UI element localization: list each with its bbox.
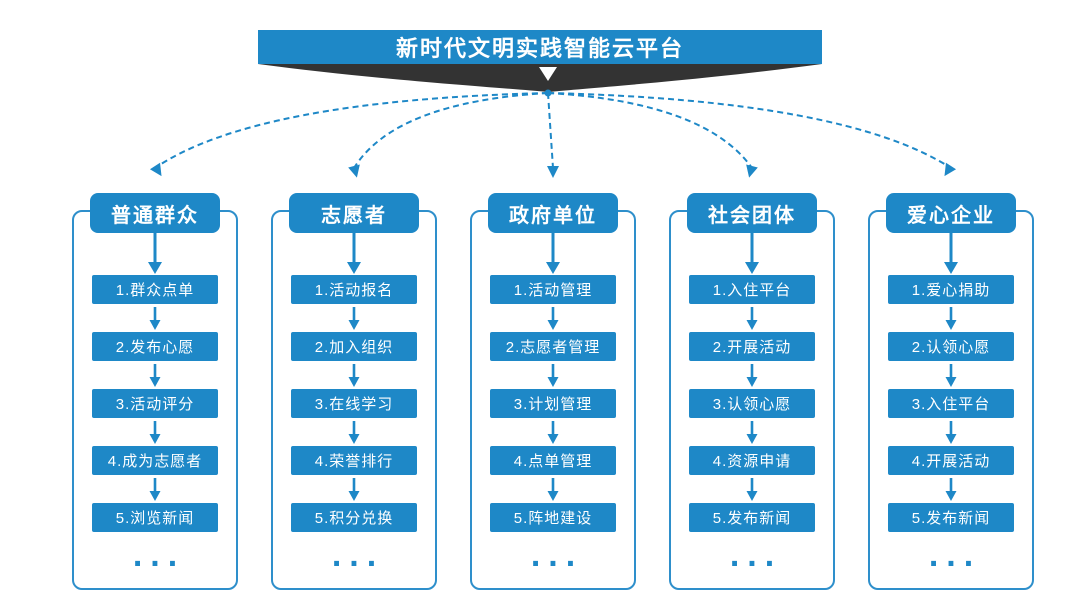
down-arrow-icon xyxy=(148,233,162,274)
page-title: 新时代文明实践智能云平台 xyxy=(258,30,822,64)
flow-step: 4.开展活动 xyxy=(888,446,1014,475)
column-header: 普通群众 xyxy=(90,193,220,233)
connector-lines xyxy=(149,89,957,178)
flow-step: 5.积分兑换 xyxy=(291,503,417,532)
flow-step: 1.活动管理 xyxy=(490,275,616,304)
down-arrow-icon xyxy=(348,478,360,501)
flow-step: 2.发布心愿 xyxy=(92,332,218,361)
down-arrow-icon xyxy=(945,421,957,444)
down-arrow-icon xyxy=(945,307,957,330)
arrowhead-icon xyxy=(944,162,957,177)
down-arrow-icon xyxy=(745,233,759,274)
down-arrow-icon xyxy=(149,421,161,444)
column-flow: 1.活动报名 2.加入组织 3.在线学习 4.荣誉排行 5.积分兑换 ... xyxy=(271,233,437,574)
ellipsis-more: ... xyxy=(331,536,385,574)
column-header: 志愿者 xyxy=(289,193,419,233)
flow-step: 5.阵地建设 xyxy=(490,503,616,532)
down-arrow-icon xyxy=(945,478,957,501)
dashed-connector xyxy=(547,92,554,169)
column-flow: 1.入住平台 2.开展活动 3.认领心愿 4.资源申请 5.发布新闻 ... xyxy=(669,233,835,574)
down-arrow-icon xyxy=(149,478,161,501)
flow-step: 3.活动评分 xyxy=(92,389,218,418)
ellipsis-more: ... xyxy=(729,536,783,574)
flow-step: 2.加入组织 xyxy=(291,332,417,361)
arrowhead-icon xyxy=(348,164,360,178)
flow-step: 2.开展活动 xyxy=(689,332,815,361)
column-flow: 1.爱心捐助 2.认领心愿 3.入住平台 4.开展活动 5.发布新闻 ... xyxy=(868,233,1034,574)
down-arrow-icon xyxy=(547,421,559,444)
column-flow: 1.群众点单 2.发布心愿 3.活动评分 4.成为志愿者 5.浏览新闻 ... xyxy=(72,233,238,574)
columns-row: 普通群众 1.群众点单 2.发布心愿 3.活动评分 4.成为志愿者 5.浏览新闻… xyxy=(72,193,1034,590)
flow-step: 5.发布新闻 xyxy=(689,503,815,532)
down-arrow-icon xyxy=(348,421,360,444)
flow-step: 1.爱心捐助 xyxy=(888,275,1014,304)
column-government-units: 政府单位 1.活动管理 2.志愿者管理 3.计划管理 4.点单管理 5.阵地建设… xyxy=(470,193,636,590)
column-header: 社会团体 xyxy=(687,193,817,233)
arrowhead-icon xyxy=(547,166,559,178)
flow-step: 3.入住平台 xyxy=(888,389,1014,418)
arrowhead-icon xyxy=(746,164,758,178)
flow-step: 2.志愿者管理 xyxy=(490,332,616,361)
flow-step: 2.认领心愿 xyxy=(888,332,1014,361)
flow-step: 5.发布新闻 xyxy=(888,503,1014,532)
column-volunteers: 志愿者 1.活动报名 2.加入组织 3.在线学习 4.荣誉排行 5.积分兑换 .… xyxy=(271,193,437,590)
down-arrow-icon xyxy=(348,307,360,330)
down-arrow-icon xyxy=(945,364,957,387)
flow-step: 5.浏览新闻 xyxy=(92,503,218,532)
down-arrow-icon xyxy=(546,233,560,274)
down-arrow-icon xyxy=(547,478,559,501)
ellipsis-more: ... xyxy=(132,536,186,574)
ellipsis-more: ... xyxy=(928,536,982,574)
down-arrow-icon xyxy=(149,307,161,330)
dashed-connector xyxy=(547,92,753,169)
down-arrow-icon xyxy=(547,364,559,387)
down-arrow-icon xyxy=(348,364,360,387)
flow-step: 4.点单管理 xyxy=(490,446,616,475)
flow-step: 3.在线学习 xyxy=(291,389,417,418)
dashed-connector xyxy=(547,92,952,169)
column-ordinary-public: 普通群众 1.群众点单 2.发布心愿 3.活动评分 4.成为志愿者 5.浏览新闻… xyxy=(72,193,238,590)
flow-step: 1.群众点单 xyxy=(92,275,218,304)
down-arrow-icon xyxy=(746,364,758,387)
flow-step: 1.活动报名 xyxy=(291,275,417,304)
dashed-connector xyxy=(154,92,549,169)
column-social-organizations: 社会团体 1.入住平台 2.开展活动 3.认领心愿 4.资源申请 5.发布新闻 … xyxy=(669,193,835,590)
flow-step: 1.入住平台 xyxy=(689,275,815,304)
hub-node xyxy=(544,89,552,97)
down-arrow-icon xyxy=(746,478,758,501)
down-arrow-icon xyxy=(746,307,758,330)
down-arrow-icon xyxy=(746,421,758,444)
dashed-connector xyxy=(353,92,549,169)
flow-step: 4.资源申请 xyxy=(689,446,815,475)
column-header: 政府单位 xyxy=(488,193,618,233)
flow-step: 3.认领心愿 xyxy=(689,389,815,418)
title-pointer-ribbon xyxy=(258,64,822,92)
down-arrow-icon xyxy=(149,364,161,387)
down-chevron-icon xyxy=(539,67,557,81)
arrowhead-icon xyxy=(149,162,162,177)
down-arrow-icon xyxy=(347,233,361,274)
column-header: 爱心企业 xyxy=(886,193,1016,233)
flow-step: 4.成为志愿者 xyxy=(92,446,218,475)
column-flow: 1.活动管理 2.志愿者管理 3.计划管理 4.点单管理 5.阵地建设 ... xyxy=(470,233,636,574)
flow-step: 3.计划管理 xyxy=(490,389,616,418)
down-arrow-icon xyxy=(547,307,559,330)
ellipsis-more: ... xyxy=(530,536,584,574)
down-arrow-icon xyxy=(944,233,958,274)
column-caring-enterprises: 爱心企业 1.爱心捐助 2.认领心愿 3.入住平台 4.开展活动 5.发布新闻 … xyxy=(868,193,1034,590)
flow-step: 4.荣誉排行 xyxy=(291,446,417,475)
